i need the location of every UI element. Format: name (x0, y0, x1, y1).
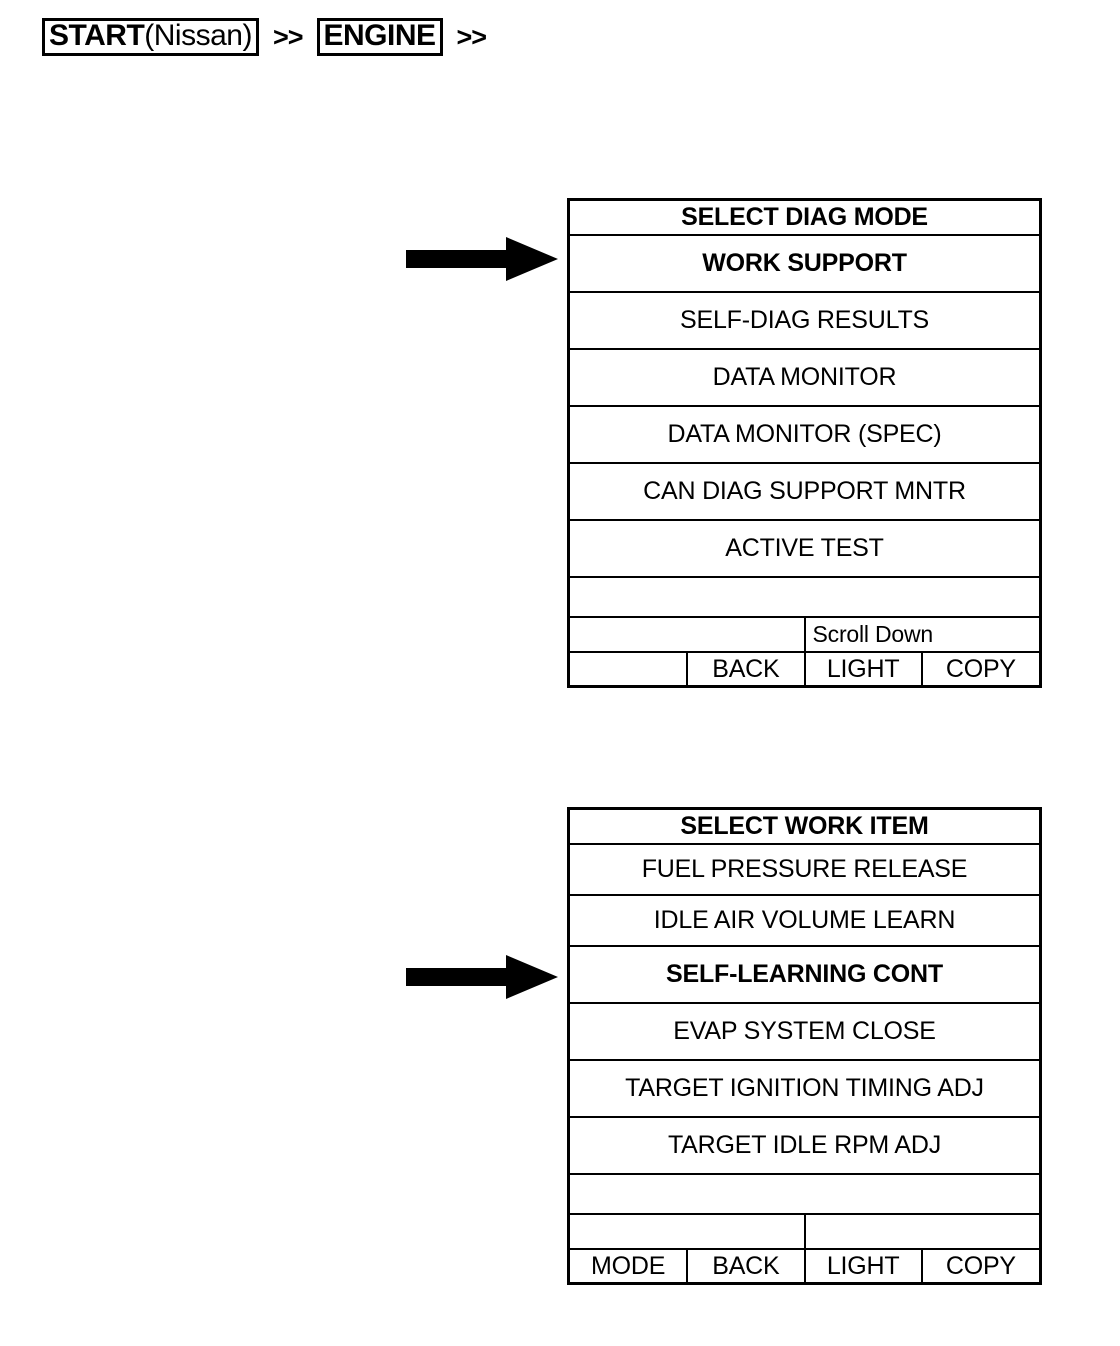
table-row[interactable]: WORK SUPPORT (570, 234, 1039, 293)
menu-item-self-learning-cont[interactable]: SELF-LEARNING CONT (570, 945, 1039, 1004)
table-row: SELECT DIAG MODE (570, 201, 1039, 236)
table-row: BACK LIGHT COPY (570, 651, 1039, 685)
screen-title: SELECT WORK ITEM (570, 810, 1039, 845)
softkey-mode[interactable]: MODE (570, 1248, 689, 1282)
menu-item-evap-system-close[interactable]: EVAP SYSTEM CLOSE (570, 1002, 1039, 1061)
table-row[interactable]: IDLE AIR VOLUME LEARN (570, 894, 1039, 947)
menu-item-data-monitor[interactable]: DATA MONITOR (570, 348, 1039, 407)
table-row[interactable]: FUEL PRESSURE RELEASE (570, 843, 1039, 896)
screen-select-work-item: SELECT WORK ITEM FUEL PRESSURE RELEASE I… (567, 807, 1042, 1285)
right-arrow-icon (406, 955, 558, 999)
breadcrumb: START(Nissan) >> ENGINE >> (42, 16, 500, 58)
table-row (570, 1173, 1039, 1215)
table-row: SELECT WORK ITEM (570, 810, 1039, 845)
scroll-down-indicator[interactable]: Scroll Down (803, 616, 1039, 653)
breadcrumb-start-label: START (49, 19, 145, 52)
menu-item-self-diag-results[interactable]: SELF-DIAG RESULTS (570, 291, 1039, 350)
menu-item-fuel-pressure-release[interactable]: FUEL PRESSURE RELEASE (570, 843, 1039, 896)
softkey-copy[interactable]: COPY (920, 1248, 1039, 1282)
softkey-light[interactable]: LIGHT (803, 1248, 923, 1282)
table-row[interactable]: TARGET IGNITION TIMING ADJ (570, 1059, 1039, 1118)
right-arrow-icon (406, 237, 558, 281)
scroll-down-indicator[interactable] (803, 1213, 1039, 1250)
softkey-mode[interactable] (570, 651, 689, 685)
breadcrumb-item-start[interactable]: START(Nissan) (42, 18, 259, 56)
breadcrumb-engine-label: ENGINE (323, 19, 437, 52)
menu-item-work-support[interactable]: WORK SUPPORT (570, 234, 1039, 293)
table-row[interactable]: SELF-LEARNING CONT (570, 945, 1039, 1004)
table-row (570, 1213, 1039, 1250)
table-row[interactable]: CAN DIAG SUPPORT MNTR (570, 462, 1039, 521)
breadcrumb-separator-2: >> (456, 21, 488, 52)
menu-item-can-diag-support-mntr[interactable]: CAN DIAG SUPPORT MNTR (570, 462, 1039, 521)
breadcrumb-separator-1: >> (272, 21, 304, 52)
screen-select-diag-mode: SELECT DIAG MODE WORK SUPPORT SELF-DIAG … (567, 198, 1042, 688)
scroll-left-spacer (570, 616, 806, 653)
menu-item-target-idle-rpm-adj[interactable]: TARGET IDLE RPM ADJ (570, 1116, 1039, 1175)
menu-item-idle-air-volume-learn[interactable]: IDLE AIR VOLUME LEARN (570, 894, 1039, 947)
softkey-light[interactable]: LIGHT (803, 651, 923, 685)
breadcrumb-item-engine[interactable]: ENGINE (316, 18, 443, 56)
menu-item-empty (570, 576, 1039, 618)
table-row: Scroll Down (570, 616, 1039, 653)
menu-item-target-ignition-timing-adj[interactable]: TARGET IGNITION TIMING ADJ (570, 1059, 1039, 1118)
table-row[interactable]: EVAP SYSTEM CLOSE (570, 1002, 1039, 1061)
table-row[interactable]: SELF-DIAG RESULTS (570, 291, 1039, 350)
table-row[interactable]: DATA MONITOR (SPEC) (570, 405, 1039, 464)
softkey-back[interactable]: BACK (686, 651, 806, 685)
table-row[interactable]: DATA MONITOR (570, 348, 1039, 407)
screen-title: SELECT DIAG MODE (570, 201, 1039, 236)
menu-item-data-monitor-spec[interactable]: DATA MONITOR (SPEC) (570, 405, 1039, 464)
scroll-left-spacer (570, 1213, 806, 1250)
work-item-menu-table: SELECT WORK ITEM FUEL PRESSURE RELEASE I… (570, 810, 1039, 1282)
table-row: MODE BACK LIGHT COPY (570, 1248, 1039, 1282)
softkey-back[interactable]: BACK (686, 1248, 806, 1282)
softkey-copy[interactable]: COPY (920, 651, 1039, 685)
table-row[interactable]: ACTIVE TEST (570, 519, 1039, 578)
table-row[interactable]: TARGET IDLE RPM ADJ (570, 1116, 1039, 1175)
diag-mode-menu-table: SELECT DIAG MODE WORK SUPPORT SELF-DIAG … (570, 201, 1039, 685)
menu-item-active-test[interactable]: ACTIVE TEST (570, 519, 1039, 578)
menu-item-empty (570, 1173, 1039, 1215)
table-row (570, 576, 1039, 618)
breadcrumb-start-vehicle: (Nissan) (144, 19, 252, 52)
